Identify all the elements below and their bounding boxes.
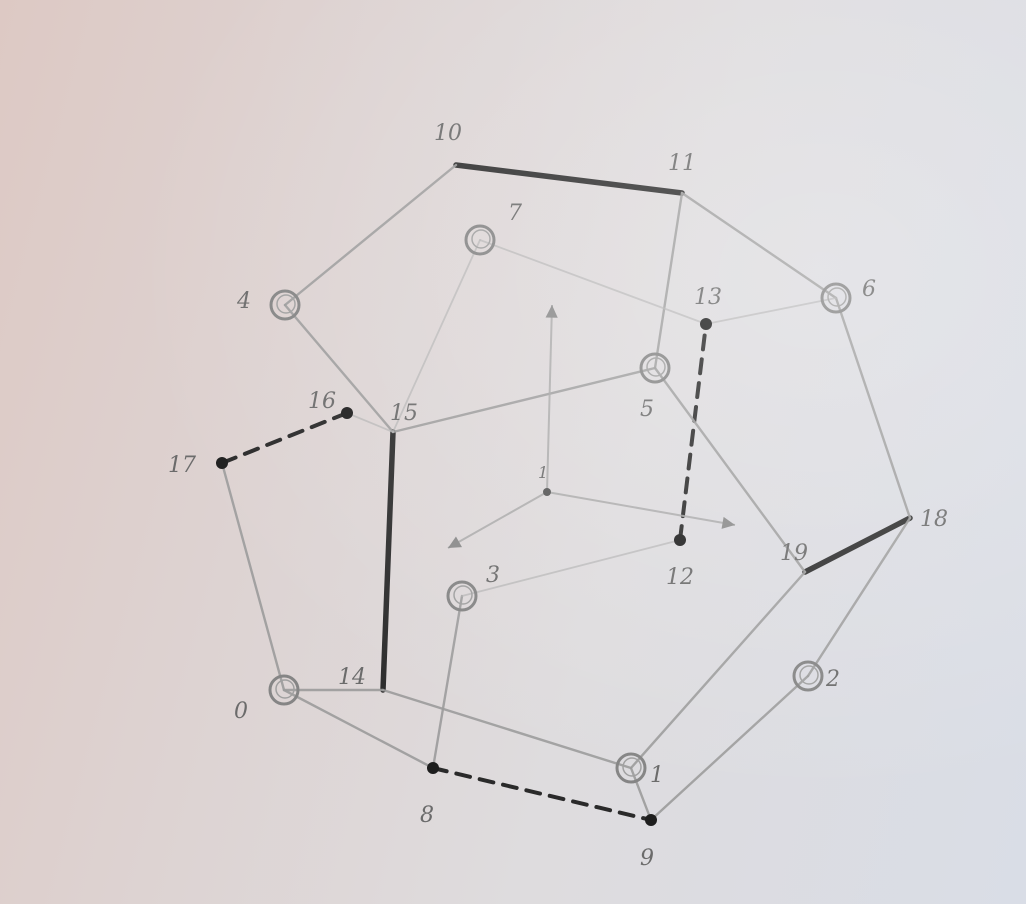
node-label-6: 6 (862, 277, 876, 302)
edges-layer (220, 162, 913, 822)
node-8-dot (427, 762, 439, 774)
node-3-circle (446, 580, 478, 612)
node-6-inner (827, 287, 847, 307)
node-label-3: 3 (486, 563, 500, 588)
edge-18-19 (802, 515, 913, 575)
node-label-9: 9 (640, 846, 654, 871)
edge-11-6 (680, 191, 838, 300)
edge-14-15 (380, 429, 396, 693)
edge-12-3 (461, 539, 681, 597)
edge-19-1 (629, 570, 807, 770)
edge-0-17 (220, 461, 286, 692)
node-2-circle (792, 660, 824, 692)
edge-5-11 (653, 191, 684, 370)
edge-8-9 (431, 766, 653, 822)
edge-10-11 (453, 162, 685, 196)
edge-6-18 (834, 296, 912, 520)
node-label-10: 10 (434, 121, 462, 146)
node-4-inner (276, 294, 296, 314)
node-12-dot (674, 534, 686, 546)
edge-15-7 (392, 239, 481, 433)
node-17-dot (216, 457, 228, 469)
nodes-layer (216, 224, 852, 826)
center-point (543, 488, 551, 496)
node-label-8: 8 (420, 803, 434, 828)
edge-1-14 (381, 688, 633, 770)
node-5-circle (639, 352, 671, 384)
node-4-circle (269, 289, 301, 321)
node-label-11: 11 (668, 151, 696, 176)
edge-10-4 (283, 163, 458, 307)
edge-5-19 (653, 366, 807, 574)
edge-0-8 (282, 688, 435, 770)
node-label-17: 17 (168, 453, 196, 478)
node-16-dot (341, 407, 353, 419)
node-label-2: 2 (825, 667, 840, 692)
center-label: 1 (538, 463, 548, 482)
edge-2-18 (806, 516, 912, 678)
edge-16-15 (346, 412, 394, 433)
node-7-circle (464, 224, 496, 256)
node-label-14: 14 (338, 665, 366, 690)
center-arrowhead-0 (545, 305, 558, 318)
node-label-5: 5 (640, 397, 654, 422)
node-3-inner (453, 585, 473, 605)
node-label-12: 12 (666, 565, 694, 590)
node-label-19: 19 (780, 541, 808, 566)
center-arrow-1 (447, 491, 548, 549)
center-arrows (447, 304, 736, 549)
edge-15-5 (391, 366, 657, 434)
center-arrow-0 (546, 304, 553, 493)
node-13-dot (700, 318, 712, 330)
center-arrow-2 (546, 491, 736, 526)
edge-4-15 (283, 303, 395, 434)
node-7-inner (471, 229, 491, 249)
edge-13-6 (705, 297, 837, 325)
node-5-inner (646, 357, 666, 377)
node-label-7: 7 (508, 201, 522, 226)
center-arrowhead-1 (448, 536, 462, 548)
edge-16-17 (220, 411, 349, 465)
node-9-dot (645, 814, 657, 826)
edge-12-13 (678, 322, 708, 542)
node-label-4: 4 (236, 289, 251, 314)
edge-7-13 (479, 239, 707, 325)
node-1-circle (615, 752, 647, 784)
node-label-16: 16 (308, 389, 336, 414)
node-label-0: 0 (234, 699, 248, 724)
node-0-inner (275, 679, 295, 699)
node-2-inner (799, 665, 819, 685)
node-1-inner (622, 757, 642, 777)
edge-9-2 (649, 674, 810, 822)
node-label-13: 13 (694, 285, 722, 310)
node-0-circle (268, 674, 300, 706)
node-label-18: 18 (920, 507, 948, 532)
node-6-circle (820, 282, 852, 314)
center-arrowhead-2 (721, 516, 735, 529)
node-label-15: 15 (390, 401, 418, 426)
node-label-1: 1 (650, 763, 664, 788)
edge-8-3 (431, 594, 464, 770)
edge-1-9 (629, 766, 653, 822)
